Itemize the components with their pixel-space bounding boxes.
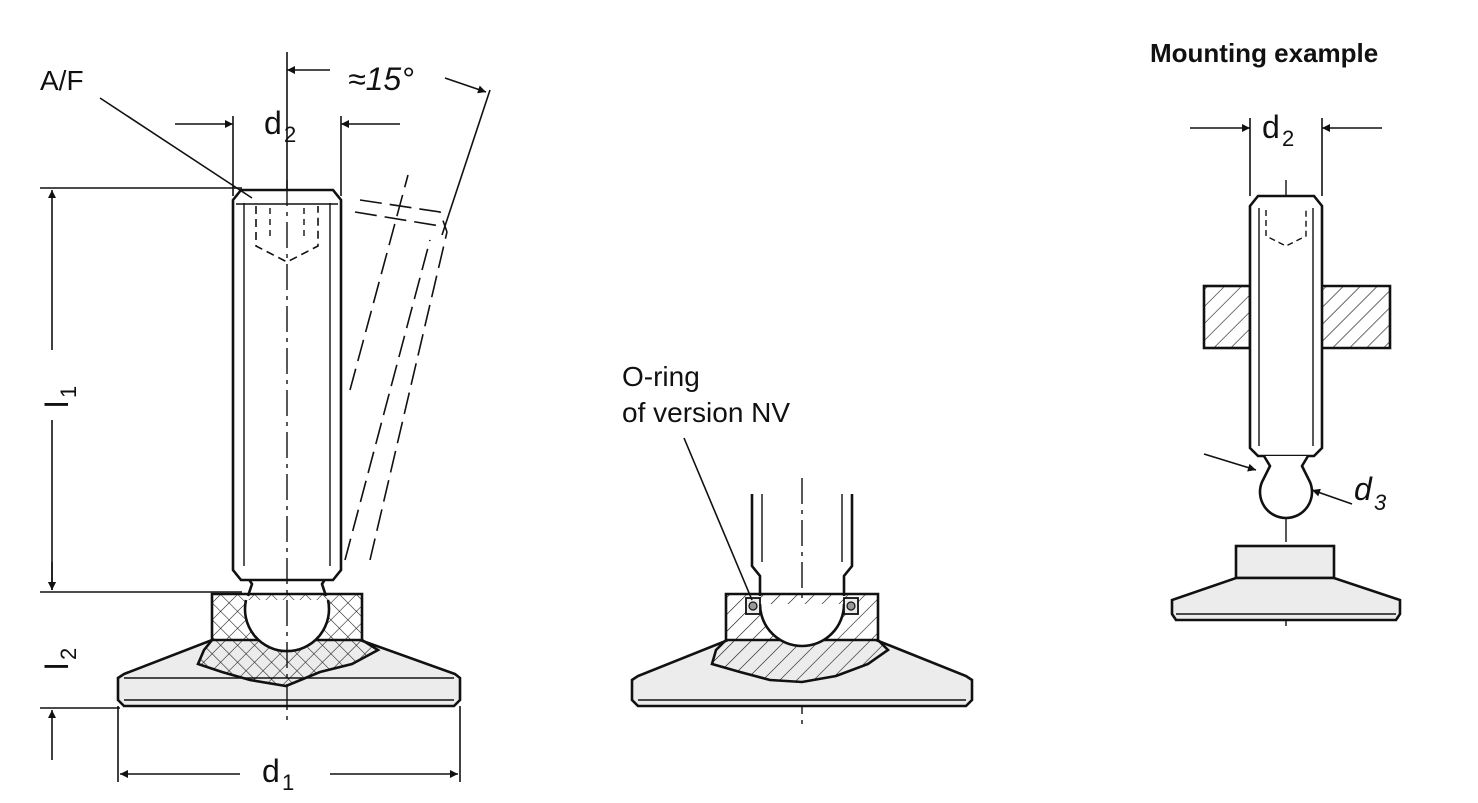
svg-text:d: d — [1262, 109, 1280, 145]
af-label: A/F — [40, 65, 84, 96]
d2-label: d 2 — [264, 105, 296, 147]
svg-text:d: d — [262, 753, 280, 789]
oring-view — [630, 437, 974, 708]
svg-text:3: 3 — [1374, 490, 1387, 515]
oring-label-line1: O-ring — [622, 361, 700, 392]
svg-text:1: 1 — [56, 386, 81, 398]
svg-text:d: d — [264, 105, 282, 141]
main-view — [116, 174, 462, 708]
threaded-stud — [231, 188, 343, 582]
example-base — [1170, 576, 1402, 622]
svg-text:l: l — [39, 663, 75, 670]
d1-label: d 1 — [262, 753, 294, 795]
d3-label: d 3 — [1354, 471, 1387, 515]
dimensions-example — [1190, 118, 1382, 505]
angle-label: ≈15° — [348, 61, 414, 97]
svg-text:2: 2 — [1282, 126, 1294, 151]
example-d2-label: d 2 — [1262, 109, 1294, 151]
mounting-example — [1170, 194, 1402, 622]
l1-label: l 1 — [39, 386, 81, 408]
svg-text:d: d — [1354, 471, 1373, 507]
dimensions-main — [40, 52, 491, 782]
mounting-example-title: Mounting example — [1150, 38, 1378, 68]
svg-text:2: 2 — [284, 122, 296, 147]
svg-text:1: 1 — [282, 770, 294, 795]
l2-label: l 2 — [39, 648, 81, 670]
oring-label-line2: of version NV — [622, 397, 790, 428]
svg-text:l: l — [39, 401, 75, 408]
svg-text:2: 2 — [56, 648, 81, 660]
